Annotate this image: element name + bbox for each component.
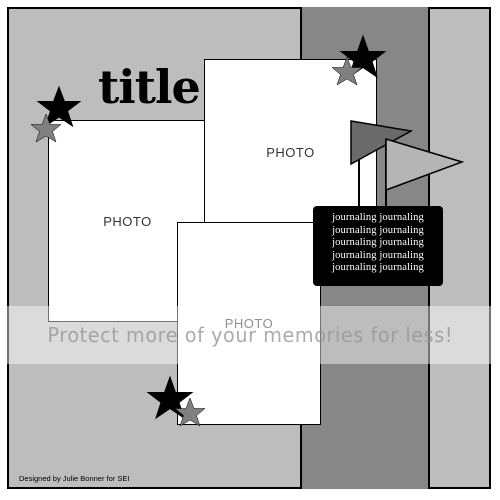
journaling-block: journaling journaling journaling journal… bbox=[313, 206, 443, 286]
designer-credit: Designed by Julie Bonner for SEI bbox=[19, 474, 130, 483]
photo-bottom: PHOTO bbox=[177, 222, 321, 425]
journaling-line: journaling journaling bbox=[332, 237, 424, 249]
photo-label: PHOTO bbox=[266, 145, 315, 160]
photo-left: PHOTO bbox=[48, 120, 207, 322]
journaling-line: journaling journaling bbox=[332, 224, 424, 236]
watermark-text: Protect more of your memories for less! bbox=[47, 323, 453, 347]
photo-label: PHOTO bbox=[224, 316, 274, 331]
page-title: title bbox=[98, 60, 201, 114]
journaling-line: journaling journaling bbox=[332, 249, 424, 261]
journaling-line: journaling journaling bbox=[332, 212, 424, 223]
watermark-banner: Protect more of your memories for less! bbox=[0, 306, 500, 364]
photo-label: PHOTO bbox=[103, 213, 152, 229]
journaling-line: journaling journaling bbox=[332, 262, 424, 274]
